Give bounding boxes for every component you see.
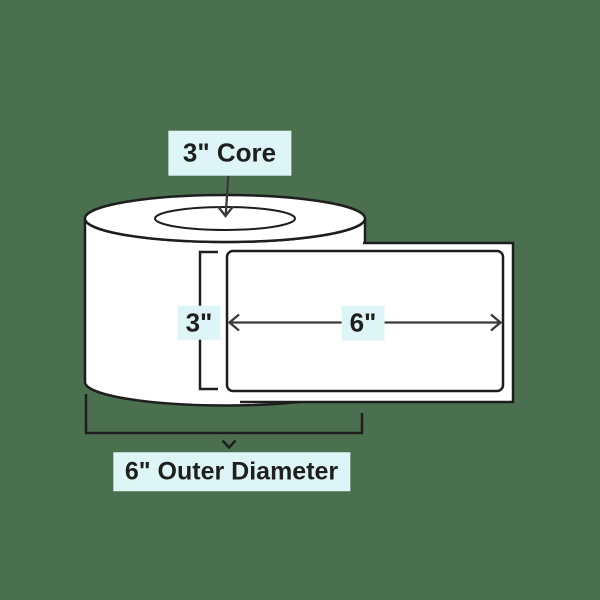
label-width-value: 6"	[349, 307, 377, 338]
width-arrow-left-head-icon	[227, 313, 240, 332]
label-width-callout: 6"	[341, 305, 385, 341]
label-height-callout: 3"	[177, 305, 221, 340]
outer-diameter-label: 6" Outer Diameter	[124, 456, 339, 485]
outer-diameter-callout: 6" Outer Diameter	[112, 451, 351, 492]
chevron-down-icon	[221, 439, 237, 450]
liner-sheet-border	[240, 241, 515, 404]
core-callout-label: 3" Core	[182, 137, 277, 168]
roll-core-ellipse	[154, 206, 296, 231]
core-pointer-arrowhead-icon	[217, 205, 234, 218]
core-pointer-arrow	[224, 172, 230, 215]
outer-diameter-bracket	[84, 394, 364, 435]
width-arrow-right-head-icon	[490, 313, 503, 332]
core-callout: 3" Core	[167, 130, 292, 176]
label-height-value: 3"	[185, 307, 213, 338]
